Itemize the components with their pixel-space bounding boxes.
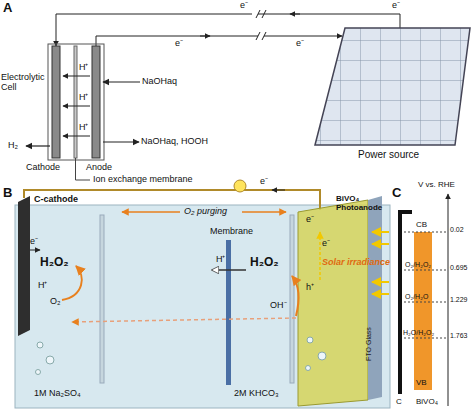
product-label: H₂O₂	[250, 256, 279, 270]
electron-label: e⁻	[260, 176, 268, 186]
inlet-label: NaOHaq	[142, 76, 177, 86]
photoanode-label: BiVO₄ Photoanode	[336, 194, 386, 212]
fto-glass	[368, 196, 382, 400]
reaction-arrow	[62, 266, 82, 300]
outlet-label: NaOHaq, HOOH	[141, 136, 208, 146]
electrode-label: C	[396, 397, 402, 406]
membrane-label: Membrane	[210, 226, 253, 236]
separator	[100, 215, 104, 383]
electrode-label: Cathode	[26, 162, 60, 172]
oxygen-path	[72, 318, 296, 322]
proton-label: H⁺	[79, 122, 89, 132]
potential-axis	[448, 194, 449, 406]
product-label: H₂	[8, 140, 18, 150]
product-label: H₂O₂	[40, 256, 69, 270]
reaction-arrow	[292, 276, 299, 316]
glass-label: FTO Glass	[365, 327, 373, 361]
membrane	[226, 240, 231, 385]
cathode-plate	[52, 46, 60, 158]
redox-label: H₂O/H₂O₂	[403, 329, 434, 337]
potential-value: 0.02	[450, 226, 464, 234]
membrane-label: Ion exchange membrane	[93, 174, 193, 184]
electrode-label: Anode	[86, 162, 112, 172]
hydroxide-label: OH⁻	[270, 300, 287, 310]
proton-arrow	[63, 76, 90, 136]
potential-value: 1.229	[450, 296, 468, 304]
band-label: VB	[416, 378, 427, 387]
charge-path	[319, 232, 321, 280]
electron-label: e⁻	[240, 0, 248, 10]
sunlight-label: Solar irradiance	[322, 257, 390, 267]
light-bulb	[234, 180, 246, 192]
potential-value: 1.763	[450, 332, 468, 340]
proton-arrow	[212, 269, 246, 271]
anode-plate	[92, 46, 100, 158]
proton-label: H⁺	[79, 92, 89, 102]
purging-label: O₂ purging	[184, 206, 227, 216]
electron-label: e⁻	[30, 236, 38, 246]
electron-label: e⁻	[306, 214, 314, 224]
potential-value: 0.695	[450, 264, 468, 272]
electron-label: e⁻	[175, 38, 183, 48]
electron-arrow	[30, 250, 40, 251]
electron-label: e⁻	[296, 38, 304, 48]
carbon-cathode	[18, 196, 30, 336]
axis-label: V vs. RHE	[418, 180, 455, 189]
redox-label: O₂/H₂O	[405, 293, 428, 301]
carbon-level	[398, 212, 412, 394]
electron-label: e⁻	[392, 0, 400, 10]
bivo4-photoanode	[298, 200, 368, 406]
electrode-label: BiVO₄	[416, 397, 438, 406]
proton-label: H⁺	[79, 62, 89, 72]
electrolyte-label: 1M Na₂SO₄	[34, 388, 81, 398]
gas-bubble	[36, 337, 327, 375]
cell-outline	[48, 44, 104, 160]
power-label: Power source	[358, 149, 419, 161]
flow-arrow	[26, 82, 140, 146]
panel-letter: B	[3, 186, 12, 201]
oxygen-label: O₂	[50, 296, 61, 306]
panel-letter: C	[392, 186, 401, 201]
electron-arrow	[272, 190, 285, 191]
membrane	[74, 46, 77, 158]
proton-label: H⁺	[38, 280, 48, 290]
electrolyte-label: 2M KHCO₃	[234, 388, 279, 398]
level-line	[404, 232, 448, 338]
cell-label: Electrolytic Cell	[1, 72, 48, 93]
electron-label: e⁻	[322, 238, 330, 248]
separator	[290, 215, 294, 383]
bivo4-band	[414, 232, 432, 390]
solar-panel	[315, 28, 470, 145]
panel-letter: A	[3, 1, 12, 16]
wire	[24, 190, 320, 210]
proton-label: H⁺	[216, 254, 226, 264]
electrode-label: C-cathode	[34, 194, 78, 204]
redox-label: O₂/H₂O₂	[405, 261, 431, 269]
hole-label: h⁺	[306, 282, 314, 292]
band-label: CB	[416, 220, 427, 229]
